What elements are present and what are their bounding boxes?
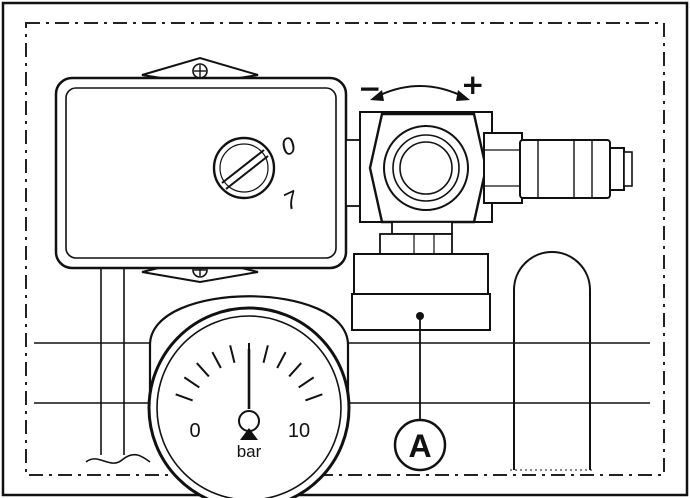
adjust-minus-sign: − — [358, 72, 381, 105]
gauge-label-min: 0 — [189, 420, 200, 442]
component-a-housing — [351, 253, 491, 331]
gauge-tick — [229, 345, 236, 364]
gauge-tick — [305, 393, 323, 402]
gauge-tick — [298, 376, 315, 389]
gauge-tick — [262, 345, 269, 364]
valve-assembly — [345, 111, 633, 255]
arrow-head-left-icon — [370, 90, 384, 101]
dial-knob — [212, 136, 276, 200]
gauge-tick — [175, 393, 193, 402]
gauge-unit: bar — [237, 442, 262, 461]
gauge-tick — [183, 376, 200, 389]
needle-base — [240, 428, 258, 440]
capillary-tube — [85, 268, 151, 464]
gauge-label-max: 10 — [288, 420, 310, 442]
adjust-plus-sign: + — [461, 68, 484, 101]
u-pipe — [513, 251, 591, 470]
gauge-tick — [196, 362, 210, 378]
pressure-gauge: 0 10 bar — [147, 295, 351, 498]
arrow-head-right-icon — [456, 90, 470, 101]
gauge-tick — [211, 351, 222, 369]
adjust-arc-arrow — [373, 85, 467, 99]
control-box — [54, 56, 348, 284]
callout-circle — [393, 418, 447, 472]
gauge-tick — [276, 351, 287, 369]
callout-label: A — [408, 428, 431, 464]
boundary-dashdot — [25, 22, 665, 476]
gauge-tick — [288, 362, 302, 378]
